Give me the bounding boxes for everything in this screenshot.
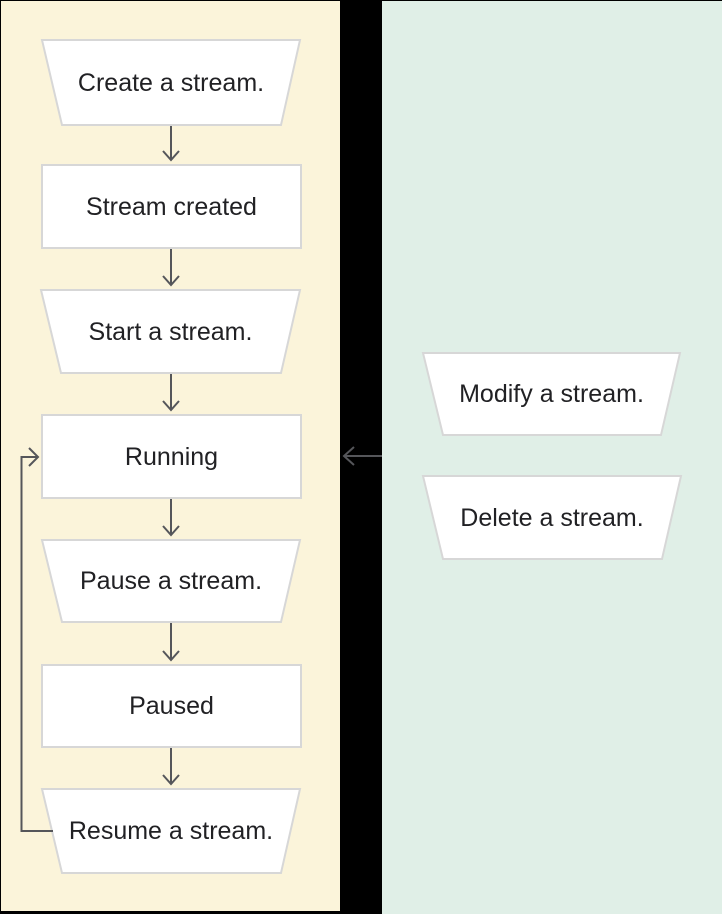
node-label-delete-a-stream: Delete a stream.	[460, 503, 644, 532]
arrow-down-pause-to-paused-icon	[162, 623, 180, 662]
node-label-modify-a-stream: Modify a stream.	[459, 380, 644, 408]
node-label-resume-a-stream: Resume a stream.	[68, 817, 274, 845]
node-shape-resume-a-stream	[40, 788, 302, 874]
node-label-pause-a-stream: Pause a stream.	[79, 567, 263, 595]
node-shape-pause-a-stream	[40, 539, 302, 623]
arrow-down-start-to-running-icon	[162, 374, 180, 412]
node-label-running: Running	[124, 442, 219, 471]
node-shape-modify-a-stream	[421, 352, 682, 436]
node-label-start-a-stream: Start a stream.	[88, 317, 253, 346]
node-shape-delete-a-stream	[421, 475, 683, 560]
node-shape-stream-created	[41, 164, 302, 249]
leftward-arrow-actions-to-running-icon	[342, 446, 382, 466]
node-label-paused: Paused	[129, 692, 214, 720]
arrow-down-create-to-created-icon	[162, 126, 180, 162]
loop-back-arrow-resume-to-running-icon	[20, 447, 53, 832]
node-shape-running	[41, 414, 302, 499]
node-shape-start-a-stream	[39, 289, 302, 374]
arrow-down-created-to-start-icon	[162, 249, 180, 287]
node-shape-paused	[41, 664, 302, 748]
arrow-down-paused-to-resume-icon	[162, 748, 180, 786]
stream-actions-panel	[382, 1, 722, 914]
node-label-stream-created: Stream created	[86, 192, 257, 221]
node-label-create-a-stream: Create a stream.	[77, 68, 265, 97]
arrow-down-running-to-pause-icon	[162, 499, 180, 537]
node-shape-create-a-stream	[40, 39, 302, 126]
